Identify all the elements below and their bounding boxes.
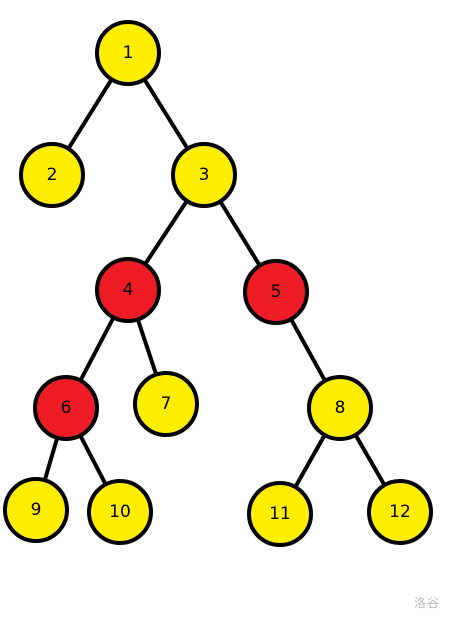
tree-node-2: 2 <box>19 142 85 208</box>
node-label-11: 11 <box>269 504 291 524</box>
tree-node-6: 6 <box>33 375 99 441</box>
node-label-5: 5 <box>271 282 282 302</box>
node-circle-12 <box>367 479 433 545</box>
node-label-2: 2 <box>47 165 58 185</box>
node-label-12: 12 <box>389 502 411 522</box>
node-circle-11 <box>247 481 313 547</box>
tree-node-1: 1 <box>95 20 161 86</box>
node-circle-9 <box>3 477 69 543</box>
node-circle-7 <box>133 371 199 437</box>
node-circle-4 <box>95 257 161 323</box>
tree-node-3: 3 <box>171 142 237 208</box>
tree-node-8: 8 <box>307 375 373 441</box>
tree-node-12: 12 <box>367 479 433 545</box>
edges-layer <box>34 51 402 516</box>
node-label-1: 1 <box>123 43 134 63</box>
node-label-3: 3 <box>199 165 210 185</box>
tree-node-10: 10 <box>87 479 153 545</box>
node-circle-8 <box>307 375 373 441</box>
node-circle-5 <box>243 259 309 325</box>
node-label-9: 9 <box>31 500 42 520</box>
node-circle-10 <box>87 479 153 545</box>
node-circle-1 <box>95 20 161 86</box>
node-circle-3 <box>171 142 237 208</box>
node-label-7: 7 <box>161 394 172 414</box>
node-label-6: 6 <box>61 398 72 418</box>
tree-node-11: 11 <box>247 481 313 547</box>
node-label-8: 8 <box>335 398 346 418</box>
tree-node-7: 7 <box>133 371 199 437</box>
node-circle-6 <box>33 375 99 441</box>
watermark-text: 洛谷 <box>414 596 441 610</box>
node-circle-2 <box>19 142 85 208</box>
tree-node-4: 4 <box>95 257 161 323</box>
tree-node-5: 5 <box>243 259 309 325</box>
tree-node-9: 9 <box>3 477 69 543</box>
node-label-10: 10 <box>109 502 131 522</box>
node-label-4: 4 <box>123 280 134 300</box>
